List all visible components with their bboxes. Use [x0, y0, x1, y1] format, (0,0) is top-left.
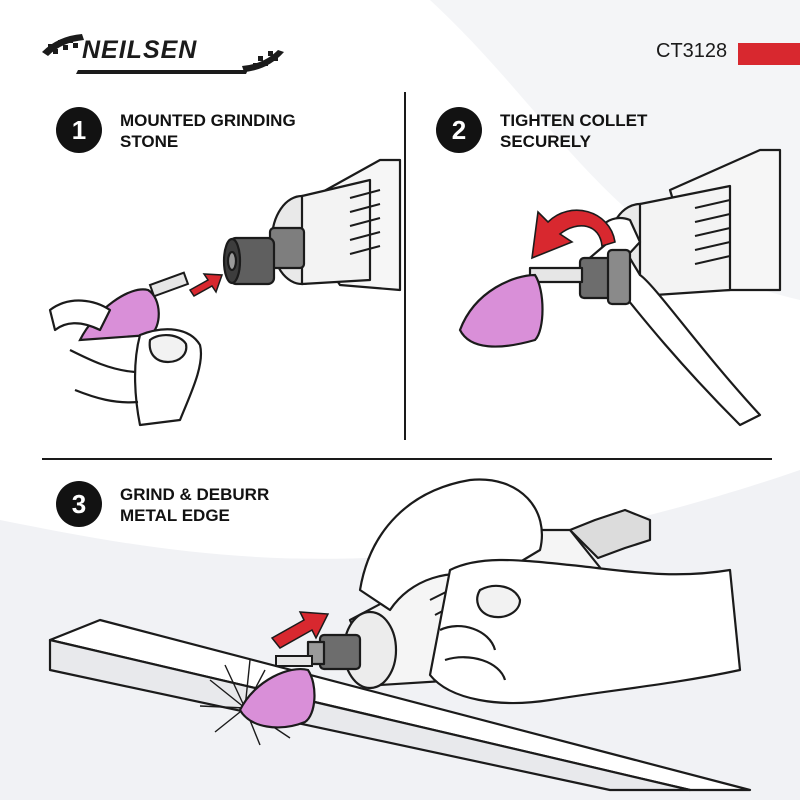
step-2-title: TIGHTEN COLLET SECURELY — [500, 110, 760, 152]
illustration-step-3 — [48, 478, 752, 792]
step-2-title-line1: TIGHTEN COLLET — [500, 111, 648, 130]
accent-bar — [738, 43, 800, 65]
checkered-flag-icon — [42, 34, 284, 74]
illustration-step-1 — [48, 158, 402, 427]
insert-arrow-icon — [188, 273, 224, 297]
step-2-title-line2: SECURELY — [500, 132, 592, 151]
vertical-divider — [404, 92, 406, 440]
direction-arrow-icon — [270, 611, 330, 649]
step-1-title-line2: STONE — [120, 132, 179, 151]
step-3-title-line1: GRIND & DEBURR — [120, 485, 270, 504]
product-code: CT3128 — [656, 40, 728, 62]
horizontal-divider — [42, 458, 772, 460]
step-1-title: MOUNTED GRINDING STONE — [120, 110, 380, 152]
rotate-arrow-icon — [531, 209, 616, 260]
step-3-title-line2: METAL EDGE — [120, 506, 230, 525]
step-1-title-line1: MOUNTED GRINDING — [120, 111, 296, 130]
step-1-badge: 1 — [56, 107, 102, 153]
step-3-badge: 3 — [56, 481, 102, 527]
illustration-step-2 — [458, 148, 782, 427]
step-2-badge: 2 — [436, 107, 482, 153]
brand-logo-text: NEILSEN — [82, 36, 198, 64]
step-3-title: GRIND & DEBURR METAL EDGE — [120, 484, 380, 526]
